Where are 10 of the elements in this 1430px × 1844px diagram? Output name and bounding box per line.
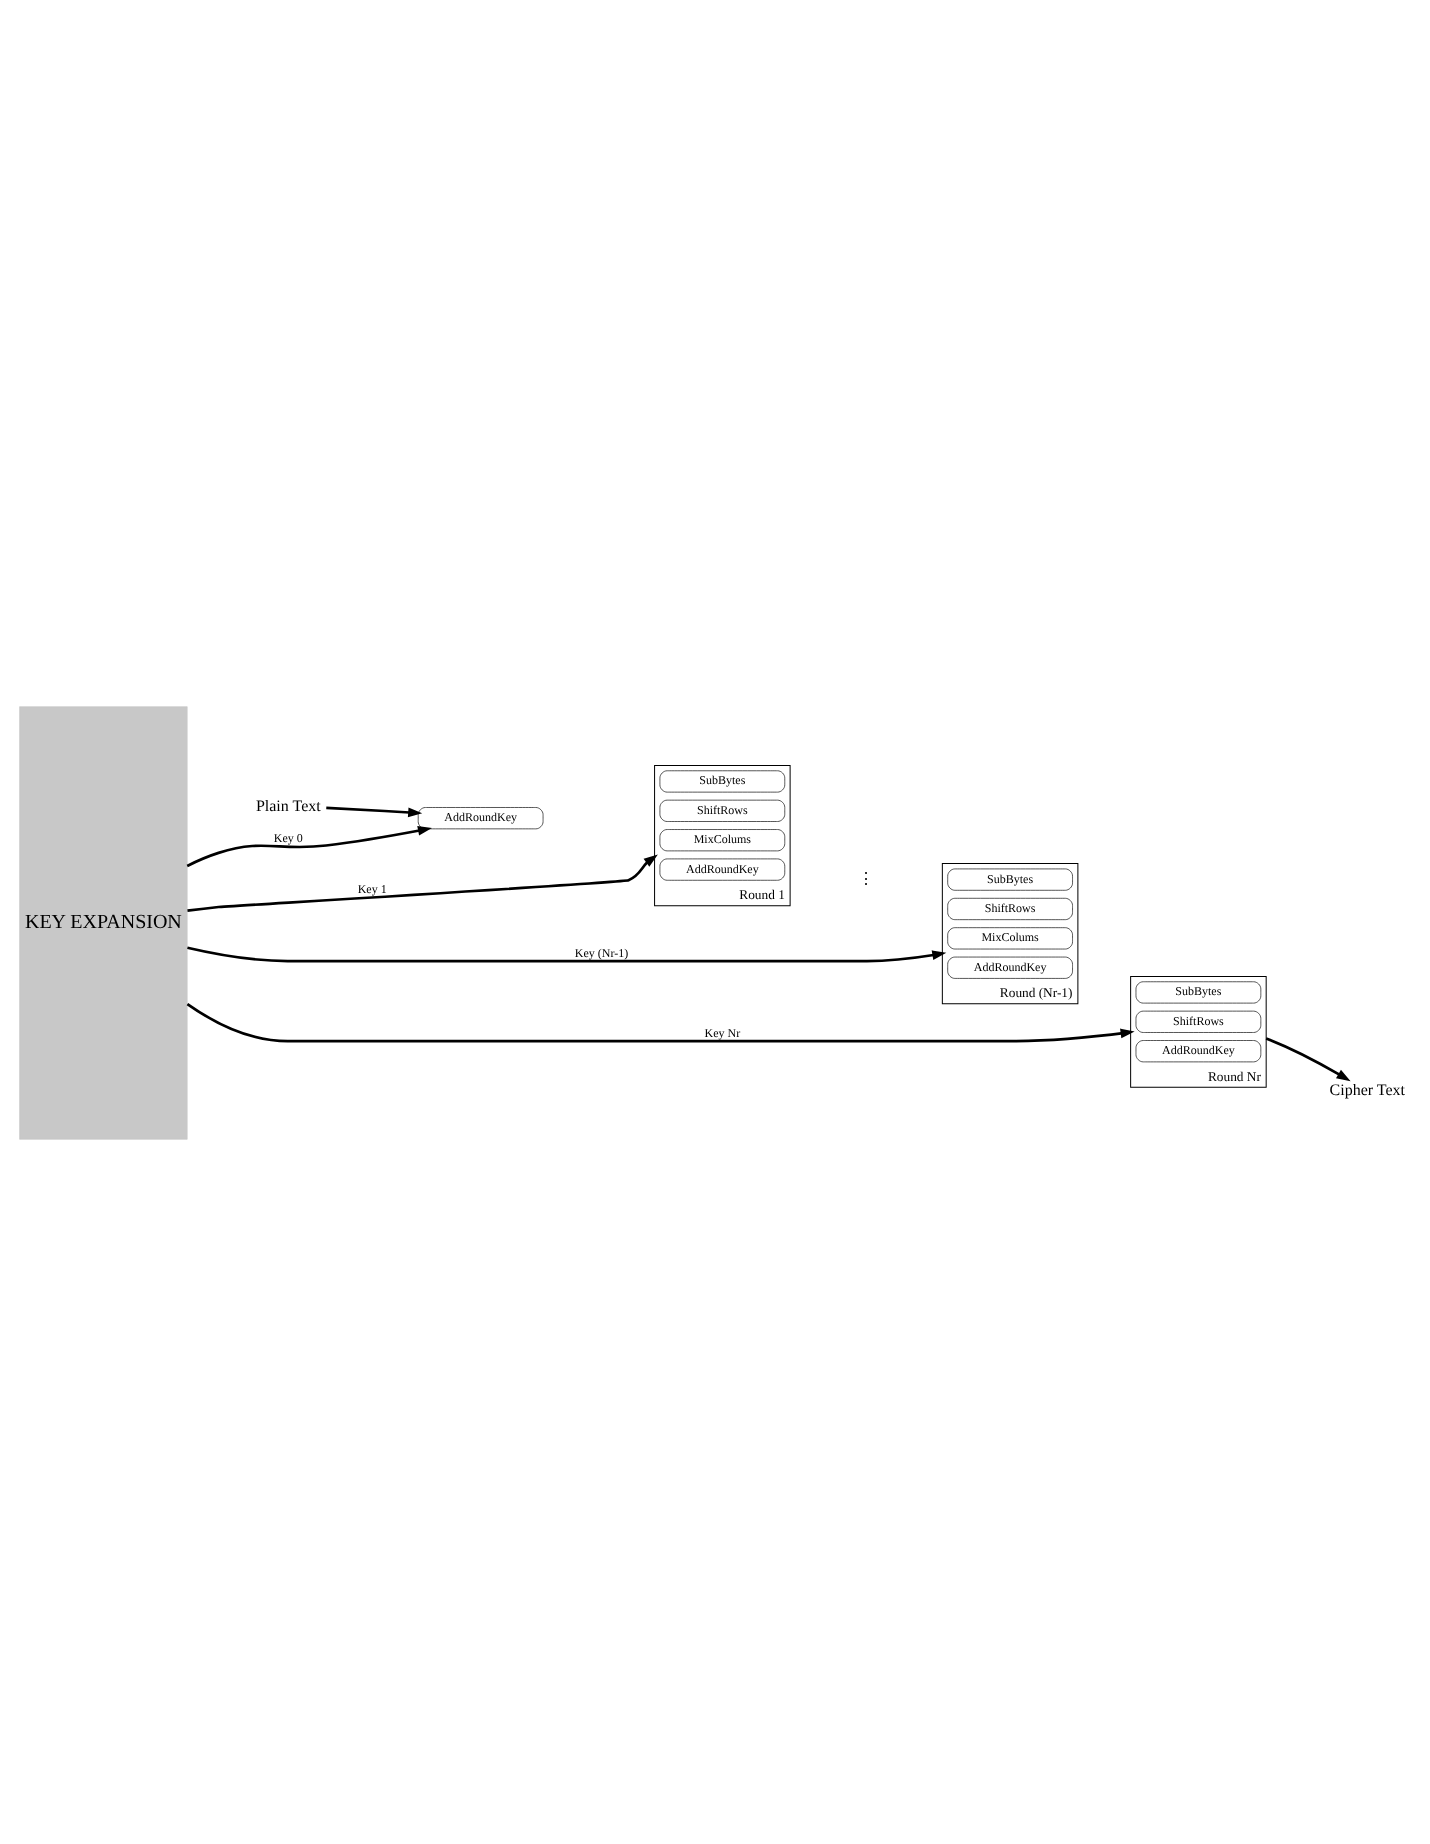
arrow xyxy=(187,945,947,962)
arrow xyxy=(326,805,423,817)
arrow xyxy=(187,853,658,911)
arrow xyxy=(1265,1036,1351,1081)
node-text: Cipher Text xyxy=(1329,1080,1406,1099)
node-box: KEY EXPANSION xyxy=(19,705,188,1139)
arrow xyxy=(186,1002,1135,1042)
node-text: Plain Text xyxy=(255,795,321,814)
arrow xyxy=(186,824,432,867)
label: ⋮ xyxy=(858,868,875,887)
